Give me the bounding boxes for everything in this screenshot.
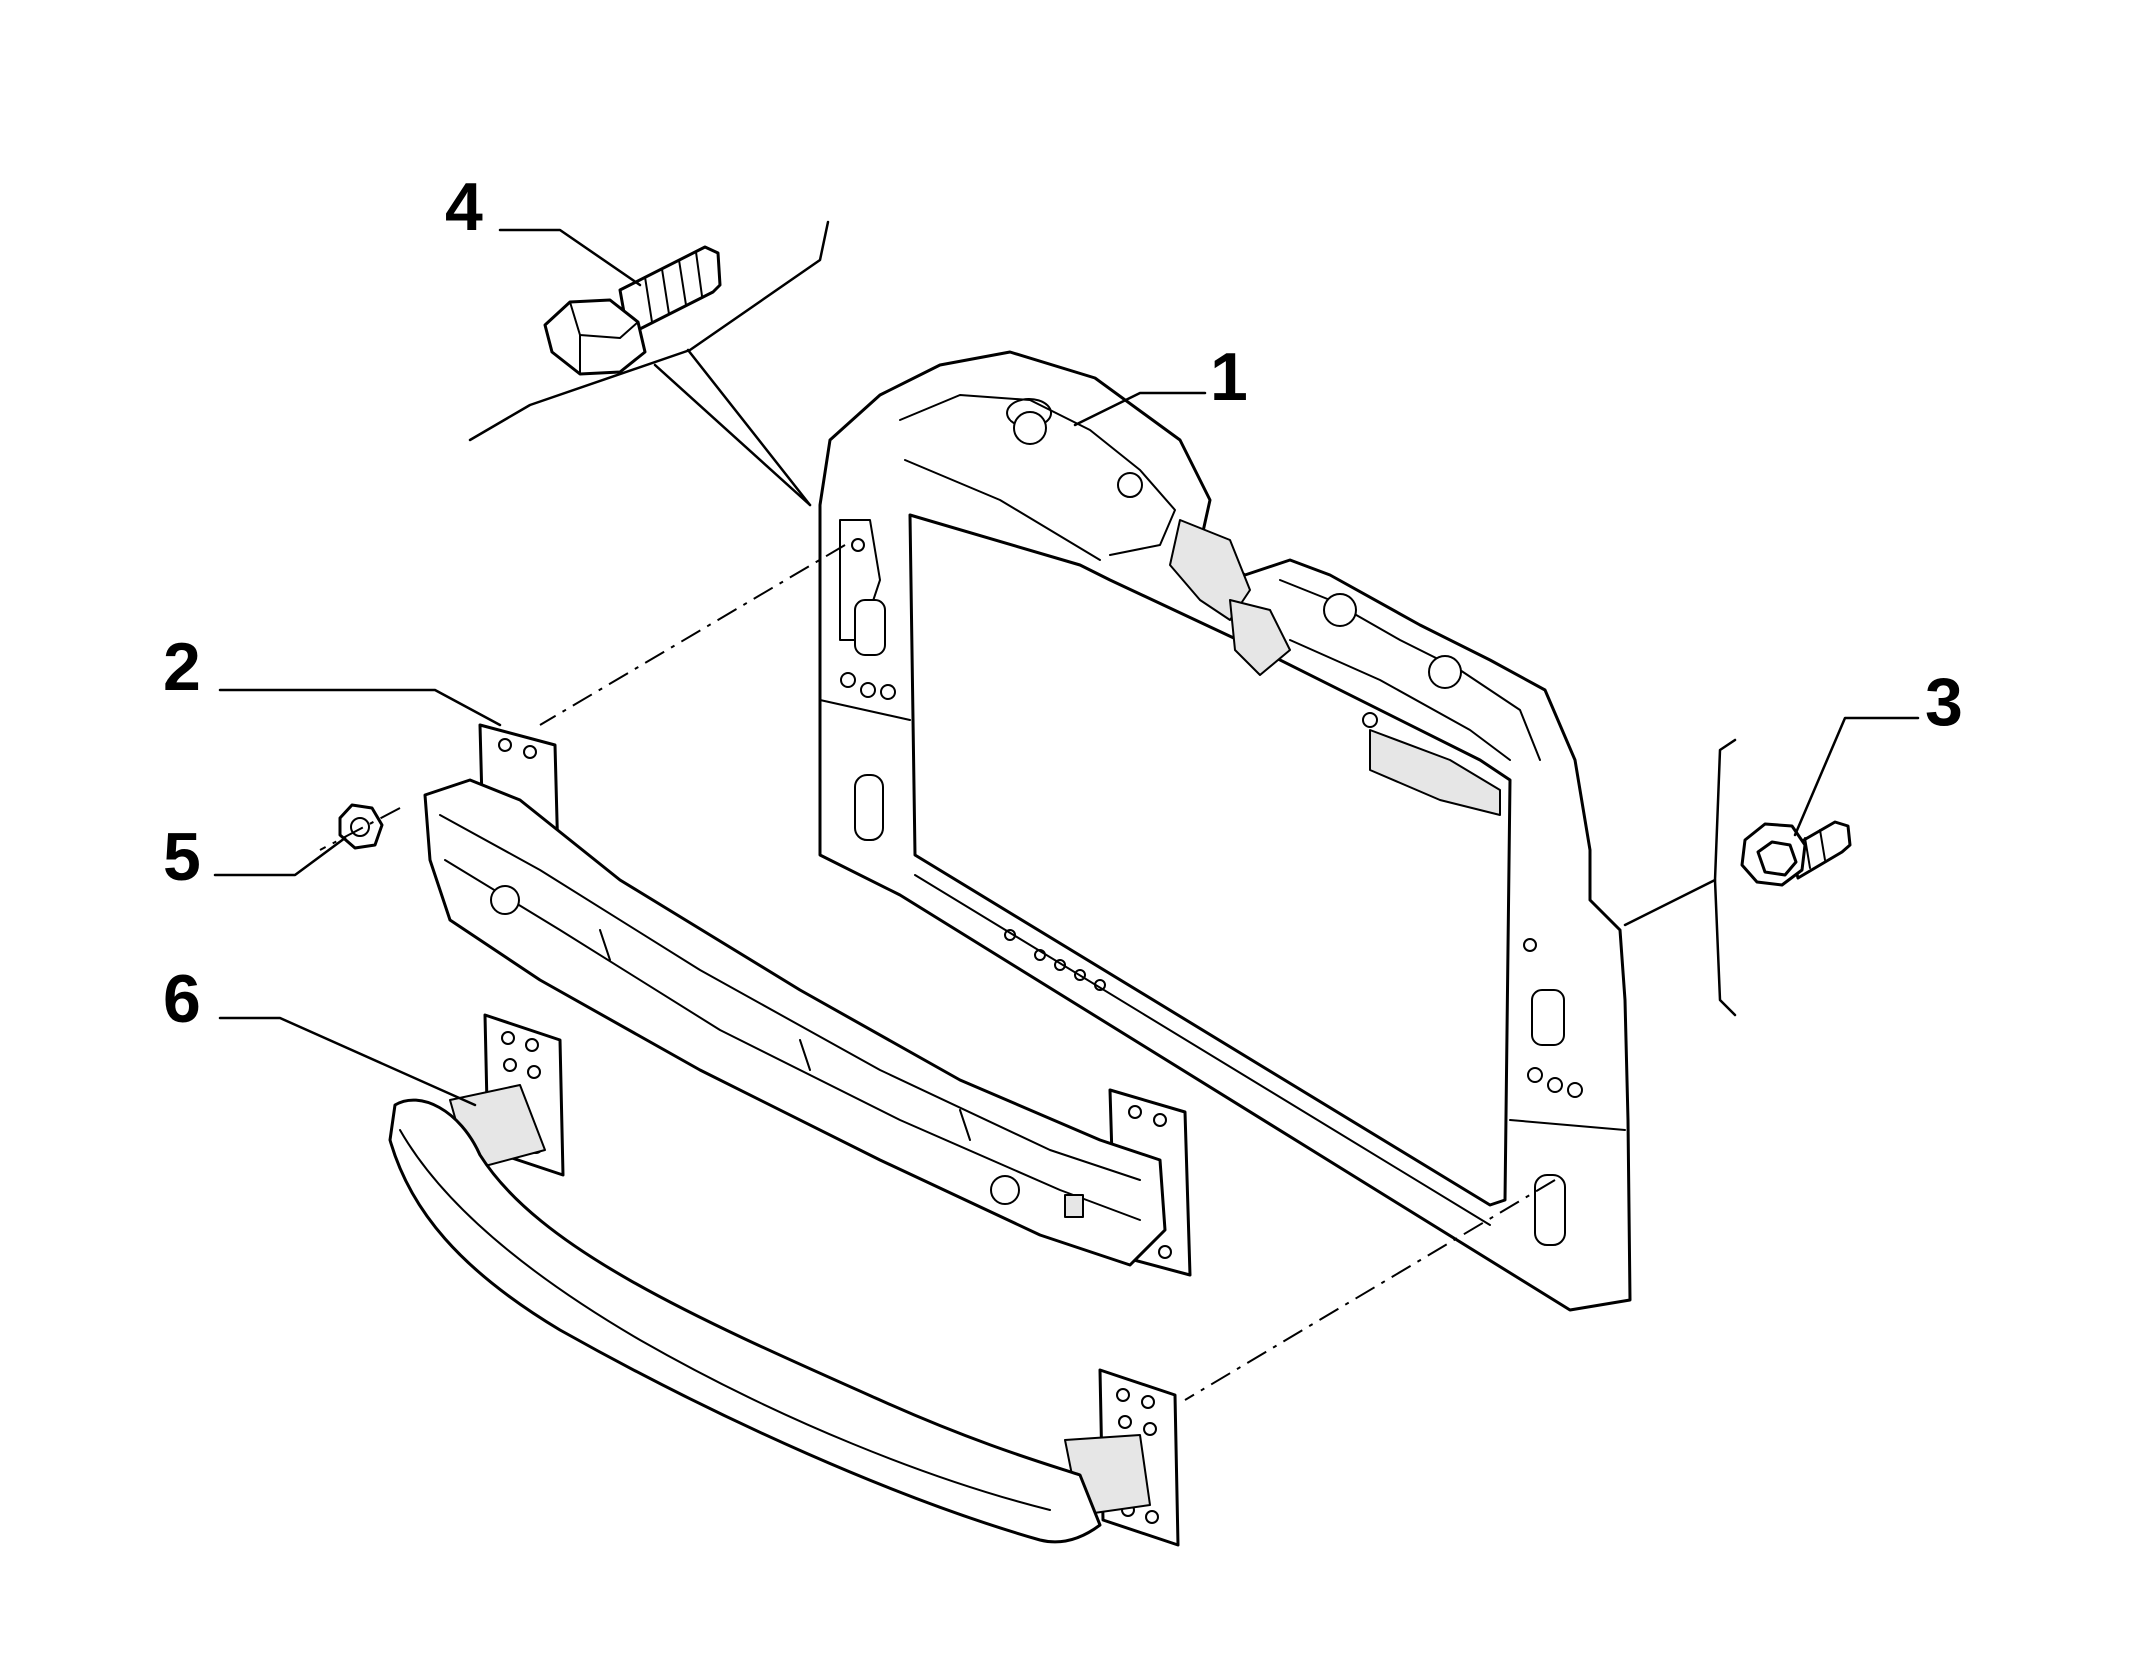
callout-4: 4 <box>445 169 483 245</box>
bolt-upper-left <box>543 245 722 376</box>
callout-5: 5 <box>163 819 201 895</box>
front-carrier-frame <box>818 350 1632 1312</box>
callout-3: 3 <box>1925 664 1963 740</box>
bolt-right <box>1740 820 1852 887</box>
bumper-reinforcement-beam <box>423 723 1192 1277</box>
callout-2: 2 <box>163 629 201 705</box>
lower-cross-beam <box>388 1013 1180 1547</box>
callout-1: 1 <box>1210 339 1248 415</box>
callout-leaders <box>213 228 1920 1107</box>
assembly-lines <box>319 544 1556 1401</box>
callout-6: 6 <box>163 961 201 1037</box>
nut <box>338 803 384 850</box>
reference-brackets <box>468 220 1737 1017</box>
